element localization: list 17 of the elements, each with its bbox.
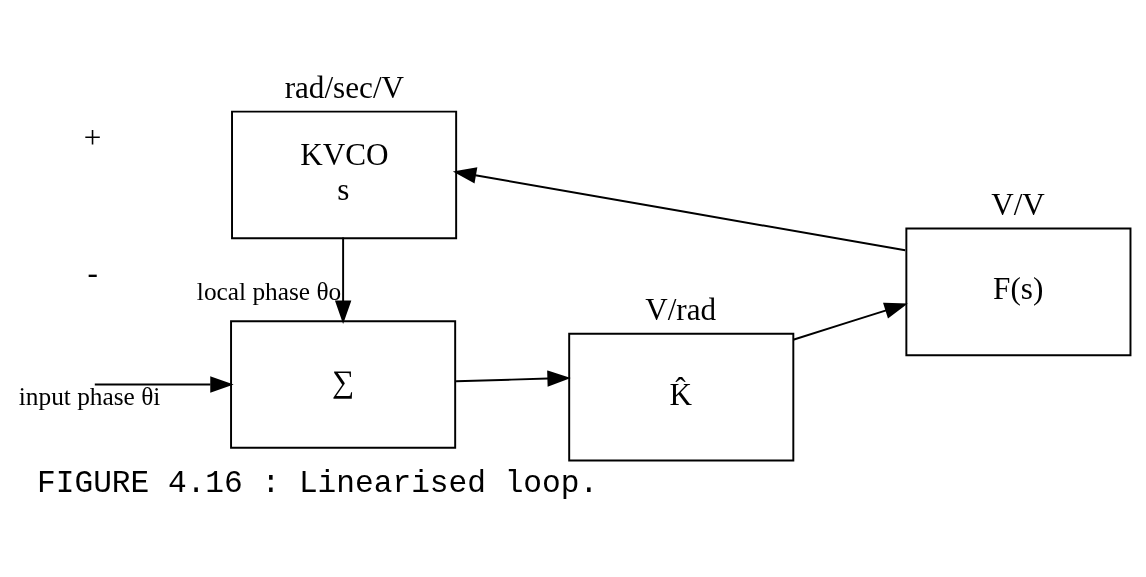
arrow <box>455 369 571 387</box>
arrow <box>452 166 907 251</box>
node-box: KVCO s <box>231 110 458 239</box>
node-box: K̂ <box>568 332 795 461</box>
node-label: V/rad <box>645 291 717 327</box>
label: - <box>87 254 98 290</box>
node-box: ∑ <box>230 319 457 449</box>
caption: FIGURE 4.16 : Linearised loop. <box>37 465 599 501</box>
arrow <box>334 236 352 324</box>
node-label: V/V <box>991 186 1045 222</box>
label: + <box>83 119 102 155</box>
edge-label: local phase θo <box>196 276 342 305</box>
node-label: rad/sec/V <box>284 69 405 105</box>
edge-label: input phase θi <box>18 381 161 410</box>
node-box: F(s) <box>905 227 1132 356</box>
arrow <box>792 302 908 341</box>
arrow <box>93 375 234 393</box>
